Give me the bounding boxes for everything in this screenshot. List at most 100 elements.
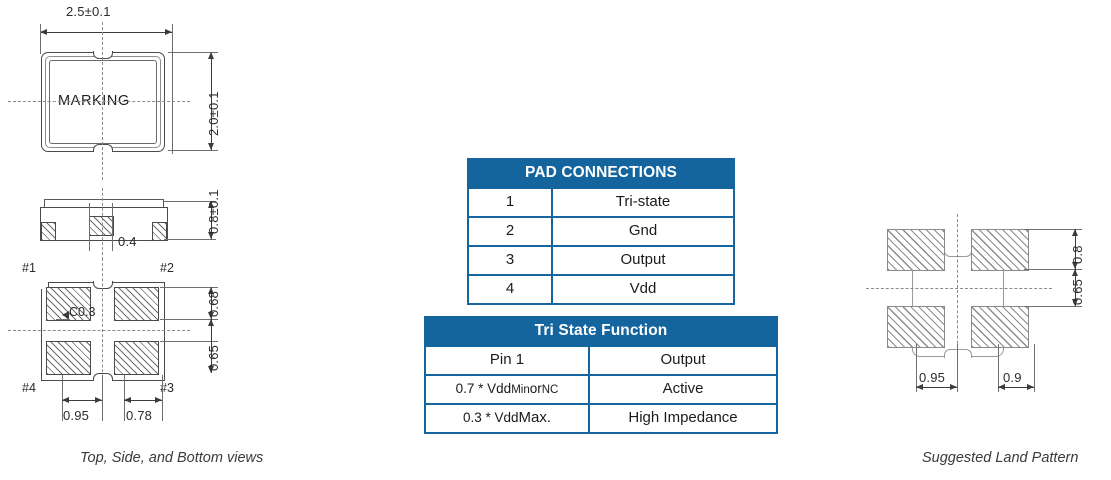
tri-state-title: Tri State Function bbox=[423, 316, 779, 347]
land-x-left-dimension: 0.95 bbox=[919, 370, 946, 385]
chamfer-leader-line bbox=[56, 319, 70, 320]
bottom-view-centerline-horizontal bbox=[8, 330, 190, 331]
land-dim-arrow-0-9 bbox=[998, 384, 1034, 390]
land-x-right-dimension: 0.9 bbox=[1003, 370, 1022, 385]
bottom-notch-top-icon bbox=[93, 281, 113, 289]
bottom-pitch-y-dimension: 0.65 bbox=[206, 344, 221, 371]
bottom-pad-2 bbox=[114, 287, 159, 321]
land-witness-0-65-bottom bbox=[1024, 306, 1082, 307]
bottom-x-left-dimension: 0.95 bbox=[63, 408, 90, 423]
land-witness-x-left bbox=[916, 344, 917, 392]
package-outline-inner bbox=[49, 60, 157, 144]
land-centerline-horizontal bbox=[866, 288, 1052, 289]
condition-sub: Max. bbox=[518, 409, 552, 427]
side-view-height-arrow bbox=[208, 201, 214, 239]
bottom-witness-x-center bbox=[102, 375, 103, 421]
land-pad-height-dimension: 0.8 bbox=[1070, 245, 1085, 264]
land-centerline-vertical bbox=[957, 214, 958, 374]
bottom-dim-arrow-0-68 bbox=[208, 287, 214, 319]
chamfer-corner-topleft bbox=[41, 282, 49, 289]
top-view-centerline-horizontal bbox=[8, 101, 190, 102]
tri-state-col2-header: Output bbox=[587, 345, 779, 376]
table-row: Pin 1 Output bbox=[424, 345, 779, 376]
bottom-pad-4 bbox=[46, 341, 91, 375]
land-notch-bottom-icon bbox=[944, 349, 972, 358]
side-view-pad-witness-right bbox=[112, 203, 113, 251]
pad-connections-title: PAD CONNECTIONS bbox=[466, 158, 736, 189]
land-pad-1 bbox=[887, 229, 945, 271]
pin-label-1: #1 bbox=[22, 261, 36, 275]
land-pad-2 bbox=[971, 229, 1029, 271]
pad-pin-number: 3 bbox=[467, 245, 553, 276]
pad-function: Output bbox=[550, 245, 736, 276]
chamfer-leader-arrow-icon bbox=[62, 311, 69, 319]
pin-label-3: #3 bbox=[160, 381, 174, 395]
table-row: 4 Vdd bbox=[467, 274, 736, 305]
tri-state-function-table: Tri State Function Pin 1 Output 0.7 * Vd… bbox=[423, 316, 779, 434]
land-pad-3 bbox=[971, 306, 1029, 348]
tri-state-col1-header: Pin 1 bbox=[424, 345, 590, 376]
pad-pin-number: 4 bbox=[467, 274, 553, 305]
condition-sub: Min bbox=[511, 384, 530, 397]
land-witness-0-8-bottom bbox=[1024, 269, 1082, 270]
condition-main: 0.7 * Vdd bbox=[455, 381, 512, 397]
land-witness-x-mid bbox=[998, 344, 999, 392]
side-view-height-dimension: 0.8±0.1 bbox=[206, 189, 221, 234]
side-view-terminal-right bbox=[152, 222, 167, 241]
package-outline-outer bbox=[41, 52, 165, 152]
top-view-centerline-vertical bbox=[102, 22, 103, 180]
land-pitch-y-dimension: 0.65 bbox=[1070, 278, 1085, 305]
bottom-witness-x-right bbox=[162, 375, 163, 421]
bottom-witness-0-68-top bbox=[160, 287, 218, 288]
side-view-witness-bottom bbox=[164, 239, 216, 240]
condition-main: 0.3 * Vdd bbox=[462, 410, 519, 426]
tri-state-condition: 0.7 * VddMinorNC bbox=[424, 374, 590, 405]
side-view-centerline-vertical bbox=[102, 188, 103, 260]
side-view-witness-top bbox=[164, 201, 216, 202]
pad-connections-table: PAD CONNECTIONS 1 Tri-state 2 Gnd 3 Outp… bbox=[466, 158, 736, 305]
table-row: 0.7 * VddMinorNC Active bbox=[424, 374, 779, 405]
side-view-terminal-left bbox=[41, 222, 56, 241]
bottom-x-right-dimension: 0.78 bbox=[126, 408, 153, 423]
bottom-dim-arrow-0-78 bbox=[124, 397, 162, 403]
witness-line-bottom bbox=[168, 150, 218, 151]
land-dim-arrow-0-8 bbox=[1072, 229, 1078, 269]
bottom-witness-0-65-bottom bbox=[160, 341, 218, 342]
top-view-height-dimension: 2.0±0.1 bbox=[206, 91, 221, 136]
table-row: 0.3 * VddMax. High Impedance bbox=[424, 403, 779, 434]
land-witness-0-8-top bbox=[1024, 229, 1082, 230]
notch-top-icon bbox=[93, 51, 113, 59]
bottom-pad-3 bbox=[114, 341, 159, 375]
land-witness-x-center bbox=[957, 344, 958, 392]
pad-function: Gnd bbox=[550, 216, 736, 247]
chamfer-label: C0.3 bbox=[69, 305, 96, 319]
tri-state-result: Active bbox=[587, 374, 779, 405]
land-dim-arrow-0-95 bbox=[916, 384, 957, 390]
witness-line-top bbox=[168, 52, 218, 53]
bottom-pad-height-dimension: 0.68 bbox=[206, 290, 221, 317]
condition-or: or bbox=[529, 381, 542, 397]
right-caption: Suggested Land Pattern bbox=[922, 450, 1079, 466]
bottom-witness-0-68-bottom bbox=[160, 319, 218, 320]
pad-pin-number: 1 bbox=[467, 187, 553, 218]
table-row: 3 Output bbox=[467, 245, 736, 276]
land-witness-x-right bbox=[1034, 344, 1035, 392]
pin-label-4: #4 bbox=[22, 381, 36, 395]
bottom-dim-arrow-0-95 bbox=[62, 397, 102, 403]
table-row: 2 Gnd bbox=[467, 216, 736, 247]
pad-function: Tri-state bbox=[550, 187, 736, 218]
condition-nc: NC bbox=[541, 384, 559, 397]
land-pad-4 bbox=[887, 306, 945, 348]
witness-line-left bbox=[40, 24, 41, 54]
bottom-view-centerline-vertical bbox=[102, 258, 103, 408]
tri-state-result: High Impedance bbox=[587, 403, 779, 434]
notch-bottom-icon bbox=[93, 144, 113, 152]
top-view-height-arrow bbox=[208, 52, 214, 150]
top-view-width-arrow bbox=[40, 29, 172, 35]
witness-line-right bbox=[172, 24, 173, 154]
pin-label-2: #2 bbox=[160, 261, 174, 275]
side-view-pad-dimension: 0.4 bbox=[118, 234, 137, 249]
left-caption: Top, Side, and Bottom views bbox=[80, 450, 264, 466]
side-view-pad-witness-left bbox=[89, 203, 90, 251]
